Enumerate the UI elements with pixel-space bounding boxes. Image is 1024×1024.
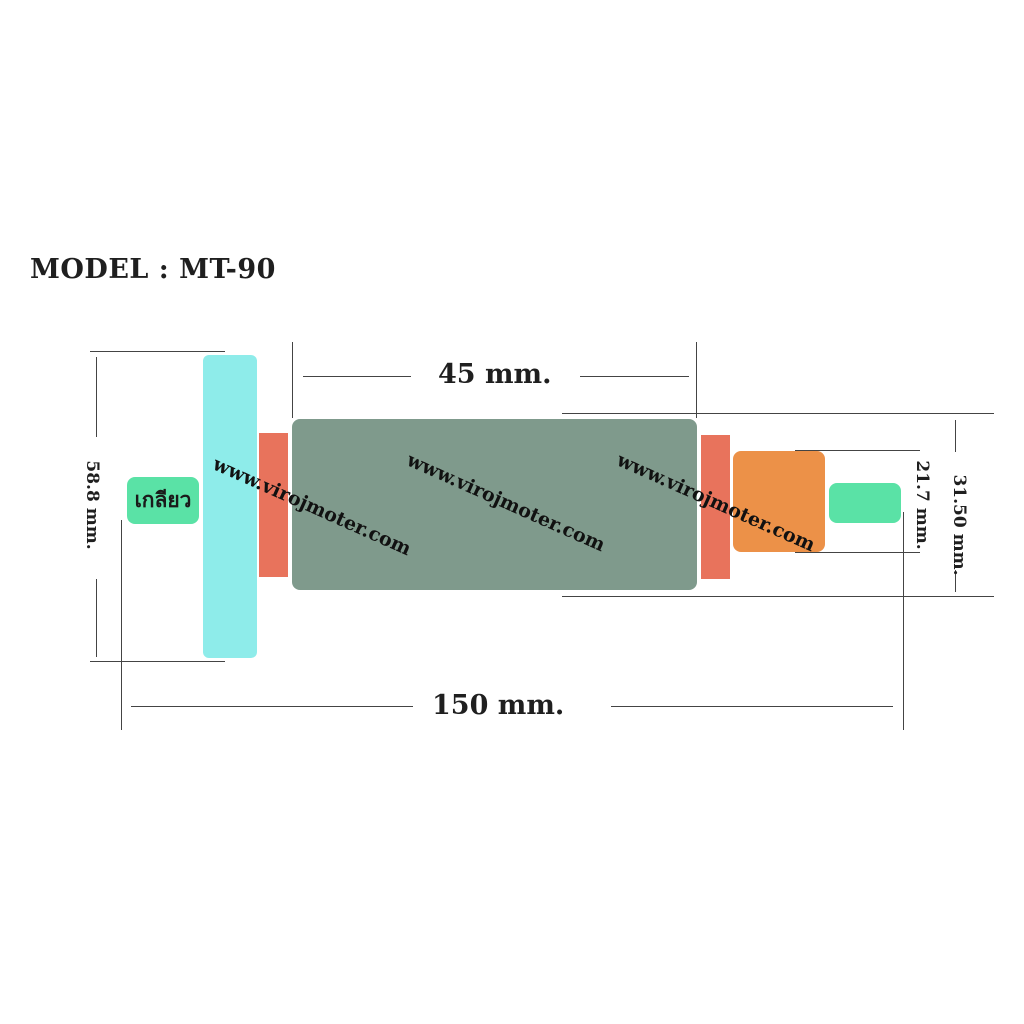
core-left-ext-line	[292, 342, 293, 418]
fan-dim-line-top	[96, 357, 97, 437]
total-dim-line-right	[611, 706, 893, 707]
collar-right	[701, 435, 730, 579]
collar-left	[259, 433, 288, 577]
total-left-ext-line	[121, 520, 122, 730]
core-dim-line-left	[303, 376, 411, 377]
core-dim-line-right	[580, 376, 689, 377]
core-top-ext-line	[562, 413, 994, 414]
core-right-ext-line	[696, 342, 697, 418]
fan-disc	[203, 355, 257, 658]
fan-bottom-ext-line	[90, 661, 225, 662]
shaft-end	[829, 483, 901, 523]
bearing-diameter-label: 21.7 mm.	[912, 460, 932, 550]
total-right-ext-line	[903, 512, 904, 730]
fan-dim-line-bottom	[96, 579, 97, 657]
core-length-label: 45 mm.	[438, 359, 552, 390]
armature-core	[292, 419, 697, 590]
bearing	[733, 451, 825, 552]
fan-top-ext-line	[90, 351, 225, 352]
fan-diameter-label: 58.8 mm.	[82, 460, 102, 550]
core-bottom-ext-line	[562, 596, 994, 597]
model-title: MODEL : MT-90	[30, 254, 276, 285]
core-dim-line-bottom	[955, 570, 956, 592]
core-diameter-label: 31.50 mm.	[949, 474, 969, 576]
total-dim-line-left	[131, 706, 413, 707]
bearing-top-ext-line	[795, 450, 920, 451]
thread-label: เกลียว	[127, 477, 199, 524]
core-dim-line-top	[955, 420, 956, 452]
total-length-label: 150 mm.	[432, 690, 565, 721]
bearing-bottom-ext-line	[795, 552, 920, 553]
